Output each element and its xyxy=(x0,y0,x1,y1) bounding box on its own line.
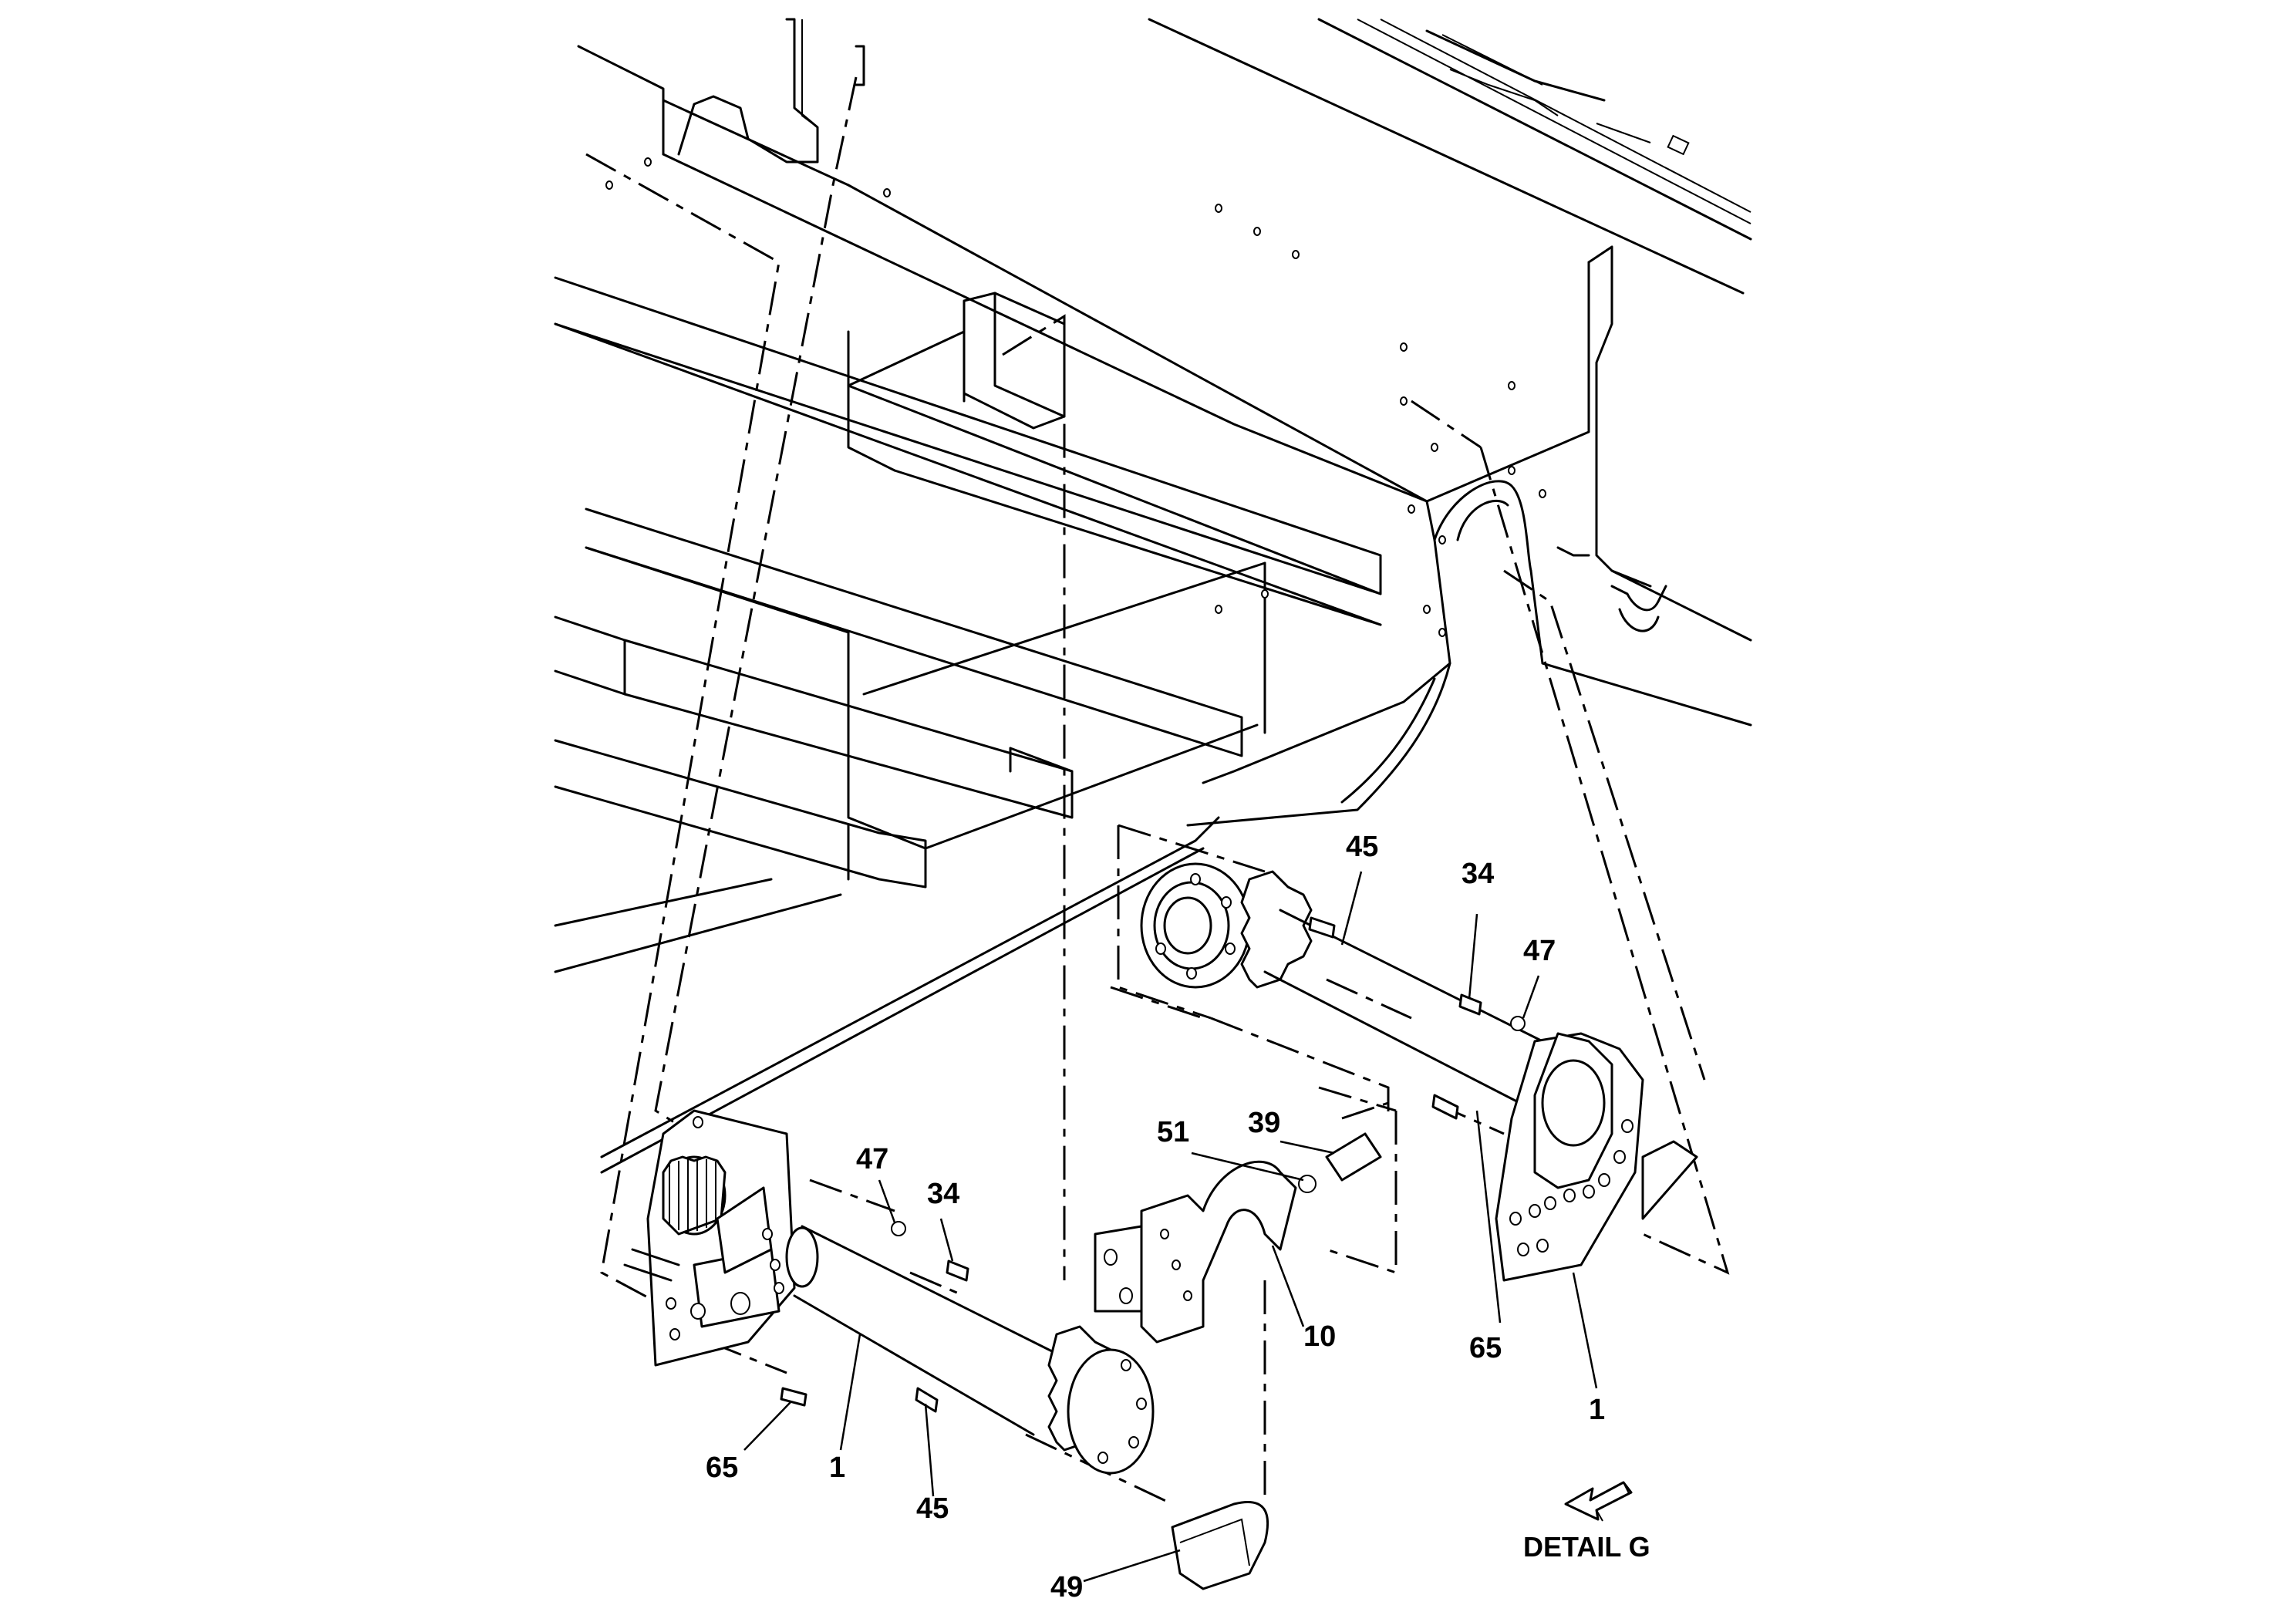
callout-47-left: 47 xyxy=(856,1143,888,1175)
callout-labels: 45 34 47 39 51 47 34 10 65 1 65 1 45 49 xyxy=(706,831,1605,1603)
callout-45-top: 45 xyxy=(1346,831,1378,863)
callout-1-right: 1 xyxy=(1589,1394,1605,1426)
bracket-and-clamps xyxy=(1094,1132,1382,1590)
direction-arrow-icon xyxy=(1564,1481,1633,1522)
callout-45-bottom: 45 xyxy=(916,1492,949,1525)
right-shaft-assembly xyxy=(1140,862,1698,1282)
mounting-holes xyxy=(605,157,1546,637)
callout-65-right: 65 xyxy=(1469,1332,1502,1364)
callout-39: 39 xyxy=(1248,1107,1280,1139)
detail-caption: DETAIL G xyxy=(1523,1531,1650,1563)
callout-34-left: 34 xyxy=(927,1178,959,1210)
callout-49: 49 xyxy=(1050,1571,1083,1603)
callout-51: 51 xyxy=(1157,1116,1189,1148)
callout-34-top: 34 xyxy=(1462,858,1494,890)
callout-1-left: 1 xyxy=(829,1452,845,1484)
left-shaft-assembly xyxy=(623,1109,1155,1475)
callout-47-top: 47 xyxy=(1523,935,1556,967)
callout-10: 10 xyxy=(1303,1320,1336,1353)
callout-65-left: 65 xyxy=(706,1452,738,1484)
callout-leaders xyxy=(743,871,1598,1583)
